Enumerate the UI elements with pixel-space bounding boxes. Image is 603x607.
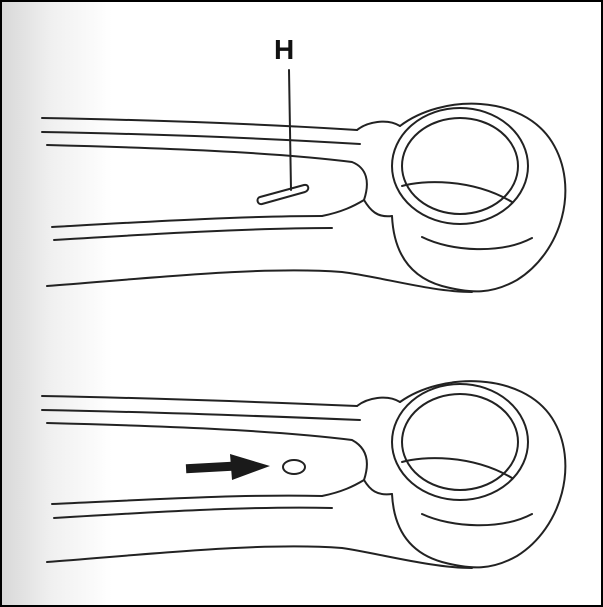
top-neck-top xyxy=(357,122,400,130)
top-neck-bottom xyxy=(364,200,392,216)
bottom-hole-mark xyxy=(283,460,305,474)
bottom-ring-inner xyxy=(392,384,528,500)
top-pin-slot xyxy=(258,185,309,204)
callout-leader-line xyxy=(289,70,291,190)
bottom-neck-lower-join xyxy=(322,480,364,496)
bottom-ring-lower-rim xyxy=(422,514,532,525)
bottom-arrow xyxy=(186,454,270,480)
bottom-ring-bore xyxy=(402,394,518,490)
bottom-neck-bottom xyxy=(364,480,392,494)
top-ring-inner xyxy=(392,108,528,224)
top-ring-lower-rim xyxy=(422,237,532,249)
top-neck-lower-join xyxy=(322,200,364,216)
arrow-head xyxy=(230,454,270,480)
bottom-neck-top xyxy=(357,398,400,406)
callout-label-h: H xyxy=(274,36,294,64)
top-wrench xyxy=(42,70,565,292)
top-ring-bore xyxy=(402,118,518,214)
arrow-shaft xyxy=(186,462,232,473)
bottom-wrench xyxy=(42,381,565,568)
